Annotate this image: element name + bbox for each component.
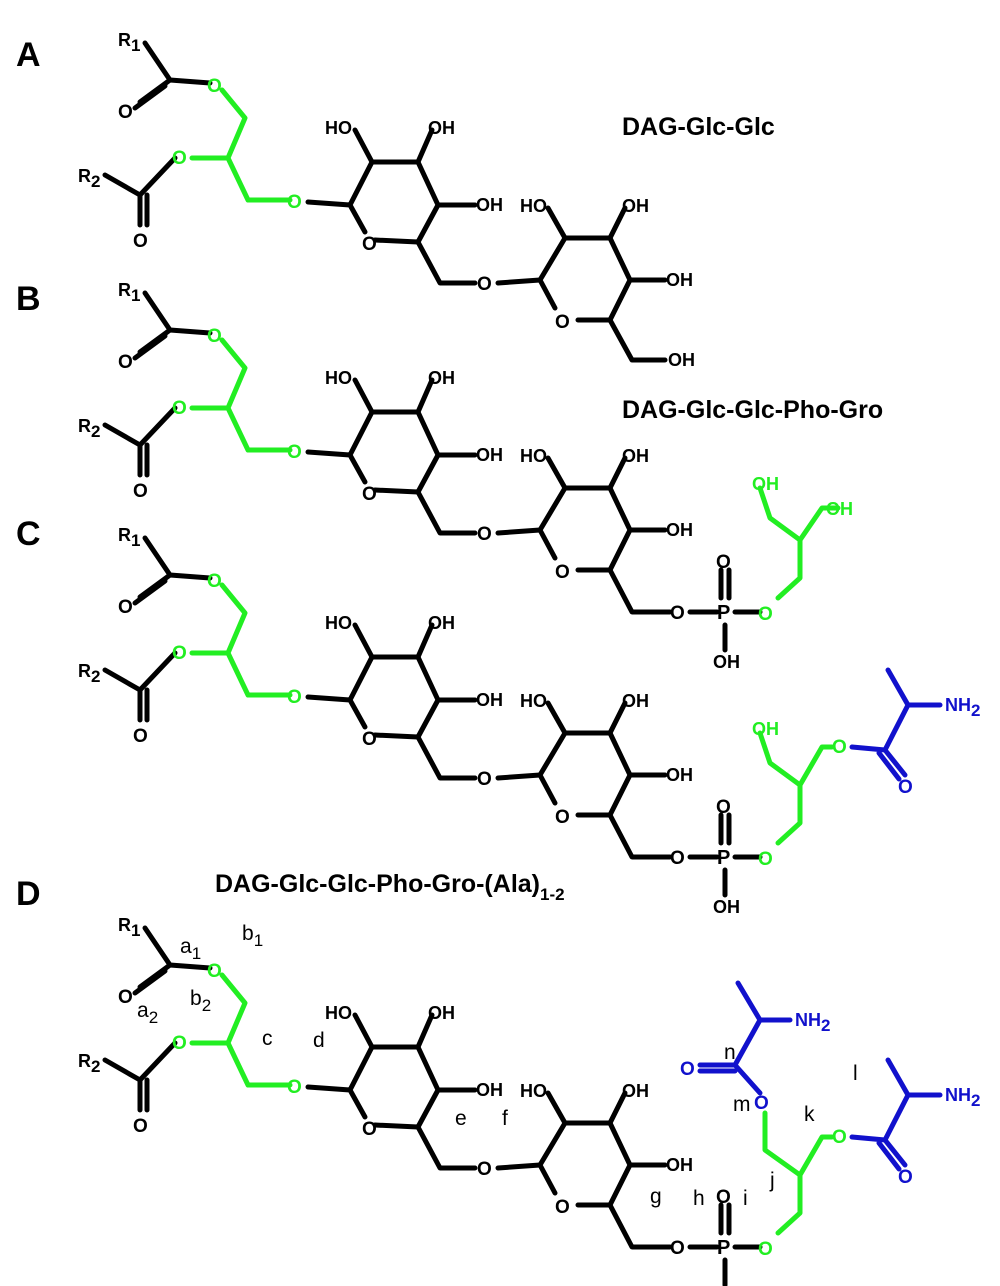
- cleavage-label-a2: a2: [137, 999, 158, 1027]
- glycerol-oxygen: O: [758, 849, 773, 870]
- structure-c: O OH O NH2 O: [78, 525, 980, 917]
- cleavage-label-a1: a1: [180, 935, 201, 963]
- structure-name-d: DAG-Glc-Glc-Pho-Gro-(Ala)1-2: [215, 870, 565, 904]
- cleavage-label-e: e: [455, 1107, 467, 1130]
- structure-a: [78, 30, 695, 370]
- alanine-amine-2: NH2: [795, 1010, 830, 1035]
- cleavage-label-h: h: [693, 1187, 705, 1210]
- cleavage-label-i: i: [743, 1187, 748, 1210]
- alanine-amine-1: NH2: [945, 1085, 980, 1110]
- alanine-carbonyl-oxygen: O: [898, 777, 913, 798]
- cleavage-label-d: d: [313, 1029, 325, 1052]
- alanine-amine: NH2: [945, 695, 980, 720]
- panel-letter-c: C: [16, 515, 41, 553]
- cleavage-label-n: n: [724, 1041, 736, 1064]
- cleavage-label-g: g: [650, 1185, 662, 1208]
- panel-letter-b: B: [16, 280, 41, 318]
- cleavage-label-b1: b1: [242, 922, 263, 950]
- structure-b: [78, 280, 853, 672]
- panel-letter-a: A: [16, 36, 41, 74]
- alanyl-ester-oxygen-2: O: [754, 1093, 769, 1114]
- cleavage-label-j: j: [769, 1169, 775, 1192]
- cleavage-label-b2: b2: [190, 987, 211, 1015]
- structure-name-a: DAG-Glc-Glc: [622, 113, 775, 141]
- cleavage-label-k: k: [804, 1103, 815, 1126]
- structure-d: O O O NH2 O O NH2 a1 b1 b2 a2 c d e f g …: [78, 915, 980, 1286]
- cleavage-label-l: l: [853, 1062, 858, 1085]
- cleavage-label-m: m: [733, 1093, 751, 1116]
- cleavage-label-f: f: [502, 1107, 508, 1130]
- alanine-carbonyl-oxygen-2: O: [680, 1059, 695, 1080]
- cleavage-label-c: c: [262, 1027, 273, 1050]
- alanyl-ester-oxygen-1: O: [832, 1127, 847, 1148]
- alanyl-ester-oxygen: O: [832, 737, 847, 758]
- alanine-carbonyl-oxygen-1: O: [898, 1167, 913, 1188]
- glycerol-hydroxyl: OH: [752, 719, 779, 739]
- structure-name-b: DAG-Glc-Glc-Pho-Gro: [622, 396, 883, 424]
- panel-letter-d: D: [16, 875, 41, 913]
- glycerol-oxygen: O: [758, 1239, 773, 1260]
